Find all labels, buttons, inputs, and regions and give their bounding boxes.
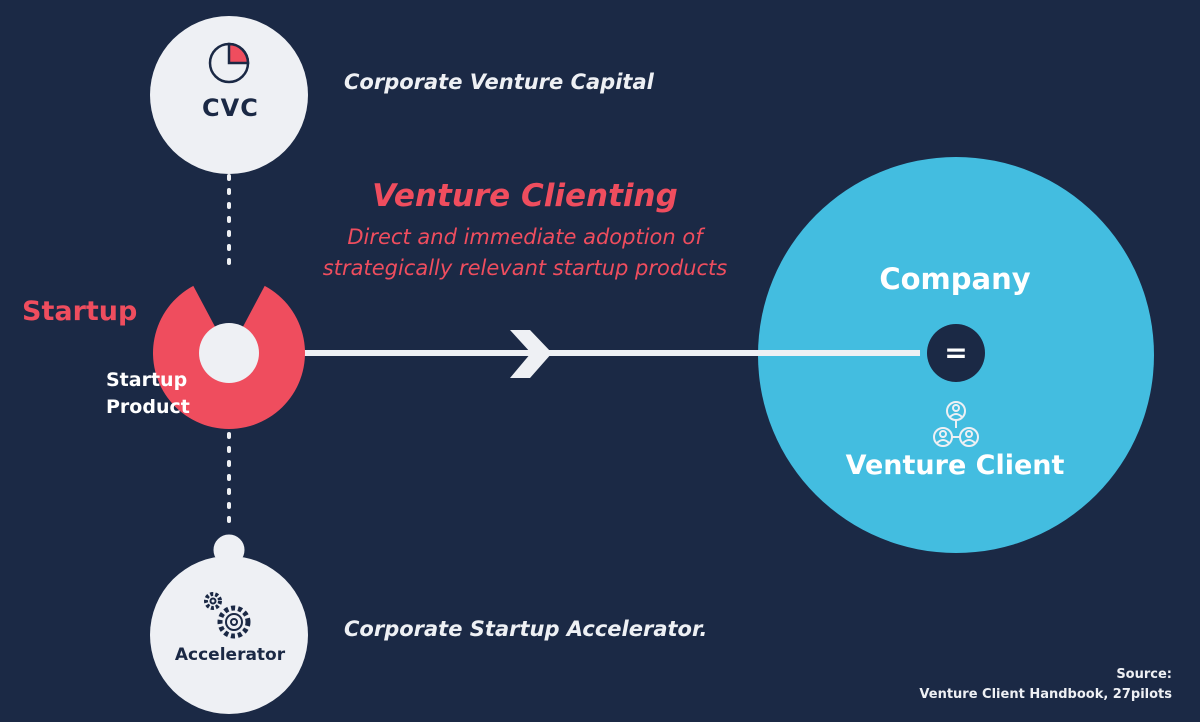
startup-product-label: Startup Product (106, 369, 190, 418)
accelerator-label: Accelerator (174, 645, 286, 665)
source-title: Source: (1116, 667, 1172, 682)
pie-chart-icon (208, 42, 250, 84)
arrow-right-icon (510, 330, 552, 378)
accelerator-circle (150, 556, 308, 714)
people-network-icon (933, 401, 979, 447)
venture-client-label: Venture Client (845, 450, 1065, 481)
cvc-description: Corporate Venture Capital (344, 70, 654, 94)
equals-circle (927, 324, 985, 382)
equals-sign: = (944, 336, 968, 369)
venture-clienting-title: Venture Clienting (372, 178, 678, 214)
startup-label: Startup (22, 296, 138, 327)
company-label: Company (879, 262, 1031, 296)
accelerator-description: Corporate Startup Accelerator. (344, 617, 708, 641)
venture-clienting-subtitle: Direct and immediate adoption of strateg… (322, 225, 728, 280)
cvc-label: CVC (202, 94, 259, 122)
source-text: Venture Client Handbook, 27pilots (919, 687, 1172, 702)
startup-product-circle (199, 323, 259, 383)
cvc-circle (150, 16, 308, 174)
gears-icon (204, 592, 251, 639)
